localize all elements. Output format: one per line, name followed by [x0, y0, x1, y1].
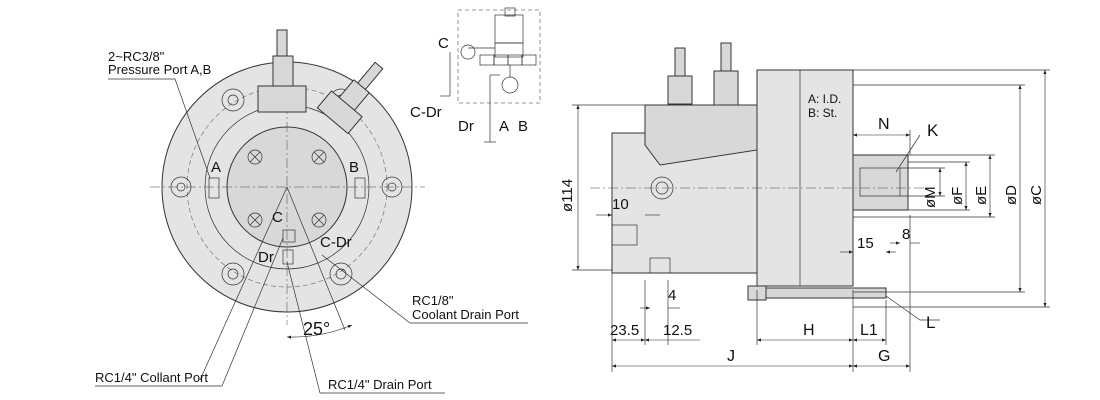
port-dr-slot — [282, 249, 294, 265]
dim-g: G — [878, 348, 890, 365]
circuit-a-label: A — [499, 118, 509, 135]
side-hole-left — [170, 176, 192, 198]
dim-8: 8 — [902, 226, 910, 243]
port-dr-label: Dr — [258, 249, 274, 266]
dim-10: 10 — [612, 196, 629, 213]
front-view — [150, 29, 425, 381]
port-a-slot — [208, 177, 220, 199]
collant-port-line — [199, 186, 288, 381]
dim-m: øM — [922, 186, 939, 208]
leader-k — [895, 134, 921, 173]
dim-l: L — [926, 313, 935, 332]
side-hole-right — [381, 176, 403, 198]
pressure-port-leader — [108, 78, 211, 179]
dim-l1: L1 — [860, 322, 878, 339]
leader-l — [885, 295, 940, 321]
dim-j: J — [727, 348, 735, 365]
legend-bs: B: St. — [808, 106, 837, 120]
dim-12-5: 12.5 — [663, 322, 692, 339]
port-b-slot — [354, 177, 366, 199]
dim-h: H — [803, 322, 815, 339]
bolt-hole — [329, 262, 353, 286]
circuit-diagram — [440, 7, 541, 143]
side-fitting-left — [667, 47, 693, 105]
collant-port-label: RC1/4" Collant Port — [95, 370, 208, 385]
coolant-drain-leader — [321, 254, 528, 324]
collant-port-leader — [221, 237, 284, 387]
dim-e: øE — [973, 186, 990, 205]
legend-ad: A: I.D. — [808, 92, 841, 106]
dim-n: N — [878, 116, 890, 133]
dim-k: K — [927, 121, 939, 140]
dim-f: øF — [949, 187, 966, 205]
angle-arc — [286, 324, 353, 339]
circuit-cdr-label: C-Dr — [410, 104, 442, 121]
dim-c: øC — [1028, 185, 1045, 205]
port-c-slot — [282, 229, 296, 243]
port-b-label: B — [349, 159, 359, 176]
bolt-hole — [221, 262, 245, 286]
drain-port-leader — [286, 261, 445, 394]
coolant-drain-size: RC1/8" — [412, 293, 454, 308]
drain-port-label: RC1/4" Drain Port — [328, 377, 432, 392]
dim-4: 4 — [668, 287, 676, 304]
dim-d: øD — [1003, 185, 1020, 205]
port-c-label: C — [272, 209, 283, 226]
circuit-b-label: B — [518, 118, 528, 135]
bolt-hole — [221, 88, 245, 112]
pressure-port-label: Pressure Port A,B — [108, 62, 211, 77]
mount-mark — [311, 212, 327, 228]
dim-114: ø114 — [559, 179, 576, 212]
fitting-top — [257, 29, 307, 113]
mount-mark — [247, 212, 263, 228]
bolt-l — [747, 287, 887, 299]
coolant-drain-label: Coolant Drain Port — [412, 307, 519, 322]
pressure-port-size: 2~RC3/8" — [108, 49, 165, 64]
fitting-angled — [316, 61, 384, 135]
angle-line — [286, 186, 346, 331]
port-cdr-label: C-Dr — [320, 234, 352, 251]
side-view — [590, 42, 925, 301]
angle-value: 25° — [303, 319, 330, 339]
circuit-dr-label: Dr — [458, 118, 474, 135]
port-a-label: A — [211, 159, 221, 176]
dim-23-5: 23.5 — [610, 322, 639, 339]
dim-15: 15 — [857, 235, 874, 252]
side-fitting-right — [713, 42, 739, 106]
circuit-c-label: C — [438, 35, 449, 52]
spindle-nose — [852, 154, 909, 211]
flange — [756, 69, 854, 287]
mount-mark — [311, 149, 327, 165]
mount-mark — [247, 149, 263, 165]
